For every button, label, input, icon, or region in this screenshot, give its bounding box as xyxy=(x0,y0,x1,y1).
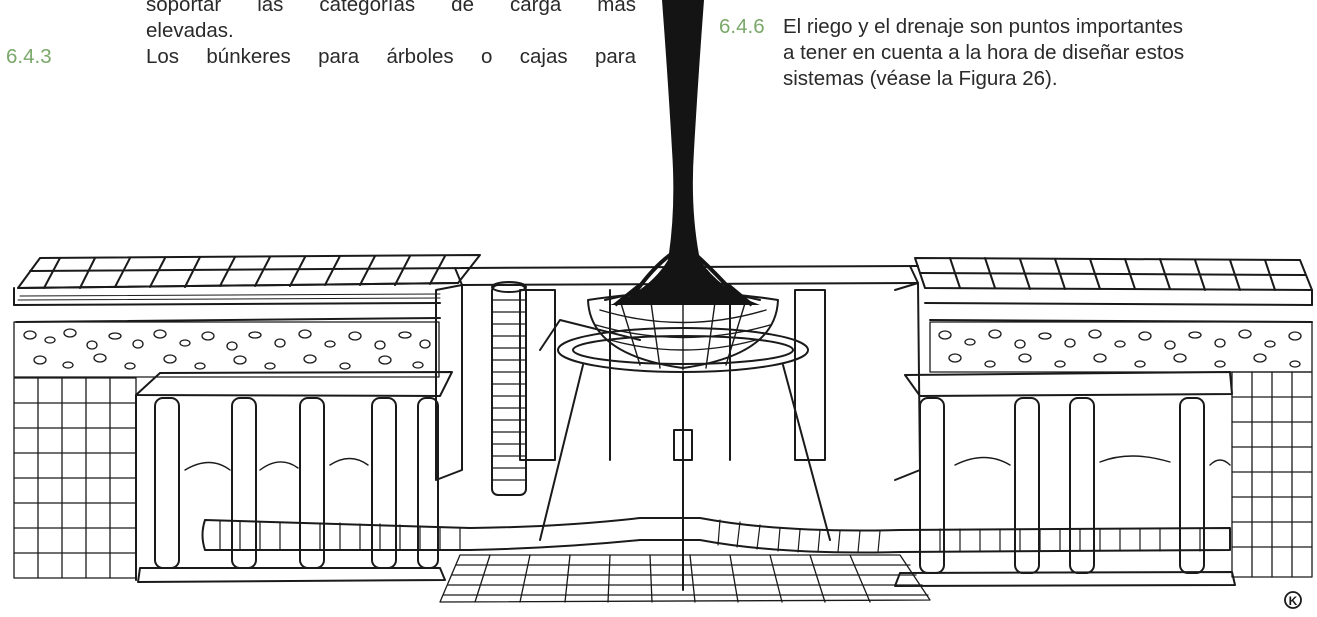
soil-cell-right xyxy=(894,371,1236,587)
continuation-line: soportar las categorías de carga más xyxy=(146,0,636,16)
root-ball xyxy=(587,289,779,371)
riser-pipe xyxy=(491,281,527,496)
grid-floor xyxy=(439,554,931,603)
para-number: 6.4.3 xyxy=(6,45,52,68)
pit-walls xyxy=(435,265,921,481)
para-number: 6.4.6 xyxy=(719,15,765,38)
drain-pipe xyxy=(201,517,1231,554)
para-6-4-6: 6.4.6 El riego y el drenaje son puntos i… xyxy=(719,14,1309,92)
grid-wall-right xyxy=(1231,371,1313,578)
pavement-left xyxy=(13,254,481,323)
para-continuation: soportar las categorías de carga más ele… xyxy=(6,0,636,44)
para-line-2: a tener en cuenta a la hora de diseñar e… xyxy=(783,41,1185,64)
soil-cell-left xyxy=(135,371,453,583)
left-text-column: soportar las categorías de carga más ele… xyxy=(6,0,636,70)
pavement-right xyxy=(914,257,1313,323)
svg-text:K: K xyxy=(1289,594,1298,608)
para-line-1: El riego y el drenaje son puntos importa… xyxy=(783,15,1183,38)
copyright-mark: K xyxy=(1284,591,1302,609)
para-6-4-3: 6.4.3 Los búnkeres para árboles o cajas … xyxy=(6,44,636,70)
grid-wall-left xyxy=(13,377,137,579)
para-line-3: sistemas (véase la Figura 26). xyxy=(783,67,1058,90)
para-text: Los búnkeres para árboles o cajas para xyxy=(146,45,636,68)
continuation-tail: elevadas. xyxy=(146,19,234,42)
right-text-column: 6.4.6 El riego y el drenaje son puntos i… xyxy=(719,14,1309,92)
gravel-right xyxy=(929,321,1313,373)
gravel-left xyxy=(13,321,440,378)
irrigation-ring xyxy=(539,319,831,591)
